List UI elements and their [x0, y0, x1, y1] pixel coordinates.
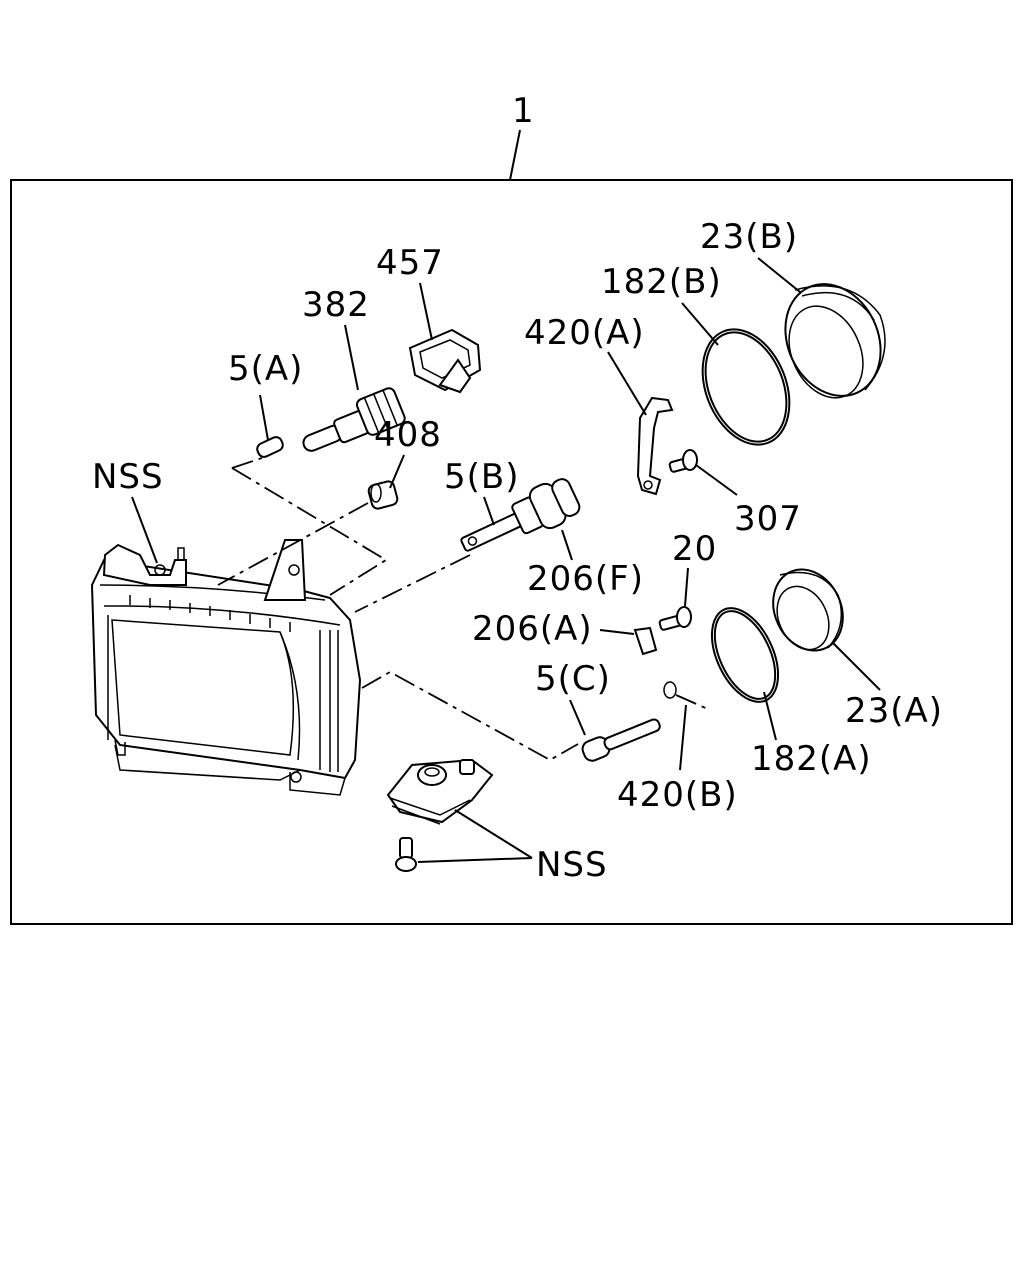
label-457: 457: [376, 243, 444, 283]
o-ring-182b: [701, 328, 791, 446]
label-nss-top: NSS: [92, 457, 164, 497]
label-23a: 23(A): [845, 691, 943, 731]
label-20: 20: [672, 529, 717, 569]
screw-20: [658, 606, 692, 631]
leader-206a: [599, 629, 635, 635]
bulb-5b: [460, 478, 581, 552]
assembly-line-5a: [231, 457, 263, 469]
label-420b: 420(B): [617, 775, 738, 815]
label-5b: 5(B): [444, 457, 520, 497]
label-nss-bottom: NSS: [536, 845, 608, 885]
clip-420a: [636, 396, 674, 496]
label-5a: 5(A): [228, 349, 303, 389]
assembly-callout-label: 1: [512, 91, 535, 131]
o-ring-182b-inner: [704, 331, 788, 443]
leader-206f: [561, 529, 573, 561]
grommet-408: [367, 480, 399, 510]
spring-420b: [663, 681, 677, 699]
leader-5c: [569, 699, 586, 736]
assembly-line-5a-housing: [231, 467, 388, 596]
screw-307: [668, 449, 698, 473]
leader-5b: [483, 496, 495, 526]
leader-nss-bottom-1: [454, 809, 533, 859]
headlamp-housing: [90, 539, 362, 796]
label-182a: 182(A): [751, 739, 872, 779]
screw-nss-bottom: [395, 837, 417, 872]
ballast-unit: [386, 758, 494, 825]
leader-20: [684, 567, 689, 607]
assembly-line-5b: [354, 554, 471, 613]
bulb-5c: [581, 718, 661, 762]
label-420a: 420(A): [524, 313, 645, 353]
label-5c: 5(C): [535, 659, 611, 699]
assembly-line-408: [217, 502, 369, 586]
leader-382: [344, 324, 359, 391]
leader-457: [419, 282, 433, 341]
connector-457: [408, 328, 482, 394]
label-206f: 206(F): [527, 559, 644, 599]
leader-23b: [757, 257, 801, 293]
bulb-5a: [256, 436, 284, 458]
diagram-frame: [10, 179, 1013, 925]
label-23b: 23(B): [700, 217, 798, 257]
leader-5a: [259, 394, 269, 441]
leader-23a: [831, 641, 881, 691]
assembly-line-5c: [361, 670, 579, 762]
socket-382: [302, 387, 406, 452]
label-182b: 182(B): [601, 262, 722, 302]
leader-420b: [679, 704, 687, 771]
cap-23b: [784, 283, 886, 399]
assembly-leader: [509, 129, 521, 181]
label-206a: 206(A): [472, 609, 593, 649]
leader-420a: [607, 351, 647, 416]
label-307: 307: [734, 499, 802, 539]
leader-307: [695, 464, 738, 496]
clip-206a: [633, 626, 658, 656]
assembly-line-420b: [675, 694, 711, 711]
label-382: 382: [302, 285, 370, 325]
leader-408: [389, 454, 405, 489]
leader-nss-bottom-2: [417, 857, 533, 863]
leader-nss-top: [131, 496, 158, 564]
cap-23a: [772, 568, 844, 652]
leader-182b: [681, 302, 719, 346]
label-408: 408: [374, 415, 442, 455]
leader-182a: [763, 691, 777, 741]
